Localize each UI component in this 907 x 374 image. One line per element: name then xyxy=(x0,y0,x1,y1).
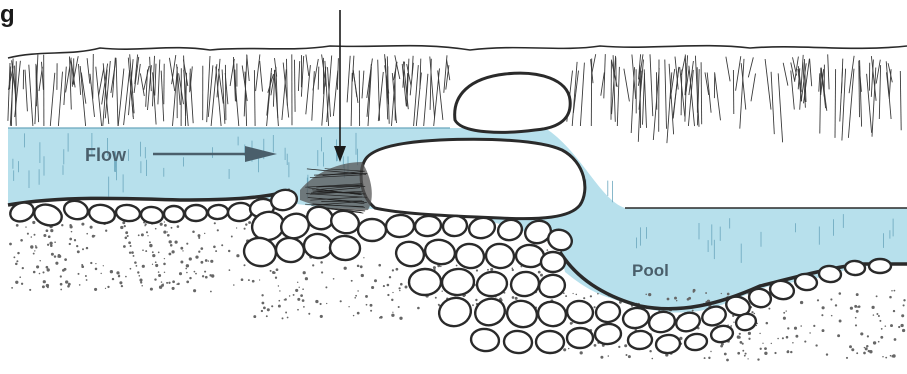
cobble xyxy=(436,294,475,330)
cobble xyxy=(869,259,891,273)
cobble xyxy=(475,270,508,298)
cobble xyxy=(485,242,516,269)
cobble xyxy=(536,331,565,354)
cobble xyxy=(674,310,702,334)
cobble xyxy=(594,323,621,345)
cobble xyxy=(32,201,65,228)
cobble xyxy=(409,268,442,295)
cobble xyxy=(88,203,117,226)
cobble xyxy=(647,309,677,334)
cobble xyxy=(470,327,501,353)
cobble xyxy=(845,260,866,275)
cobble xyxy=(504,297,540,331)
pool-label: Pool xyxy=(632,261,669,280)
cobble xyxy=(140,206,163,224)
cobble xyxy=(536,299,569,329)
caption-fragment: g xyxy=(0,1,15,28)
cobble xyxy=(441,268,475,297)
cobble xyxy=(503,330,533,354)
cobble xyxy=(115,203,141,222)
cobble xyxy=(567,328,593,348)
cobble xyxy=(655,334,681,354)
cobble xyxy=(710,324,735,344)
cobble xyxy=(509,270,541,299)
cobble xyxy=(62,198,90,221)
cobble xyxy=(454,242,486,270)
cobble xyxy=(208,204,229,219)
cobble xyxy=(621,306,650,330)
cobble xyxy=(164,206,185,223)
cobble xyxy=(227,202,253,223)
stream-boulder xyxy=(361,139,585,218)
cobble xyxy=(423,237,458,267)
cobble xyxy=(442,214,469,238)
cobble xyxy=(358,219,386,241)
cobble xyxy=(565,299,595,326)
cobble xyxy=(628,330,653,349)
cobble xyxy=(385,214,414,237)
cobble xyxy=(329,235,360,261)
cobble xyxy=(595,301,621,324)
cobble xyxy=(303,233,333,260)
cobble xyxy=(684,332,708,351)
cobble xyxy=(185,205,207,221)
cobble xyxy=(541,252,565,272)
cobble xyxy=(818,265,842,283)
cobble xyxy=(274,236,305,264)
flow-label: Flow xyxy=(85,145,127,165)
cobble xyxy=(414,215,442,238)
cobble xyxy=(393,239,427,270)
